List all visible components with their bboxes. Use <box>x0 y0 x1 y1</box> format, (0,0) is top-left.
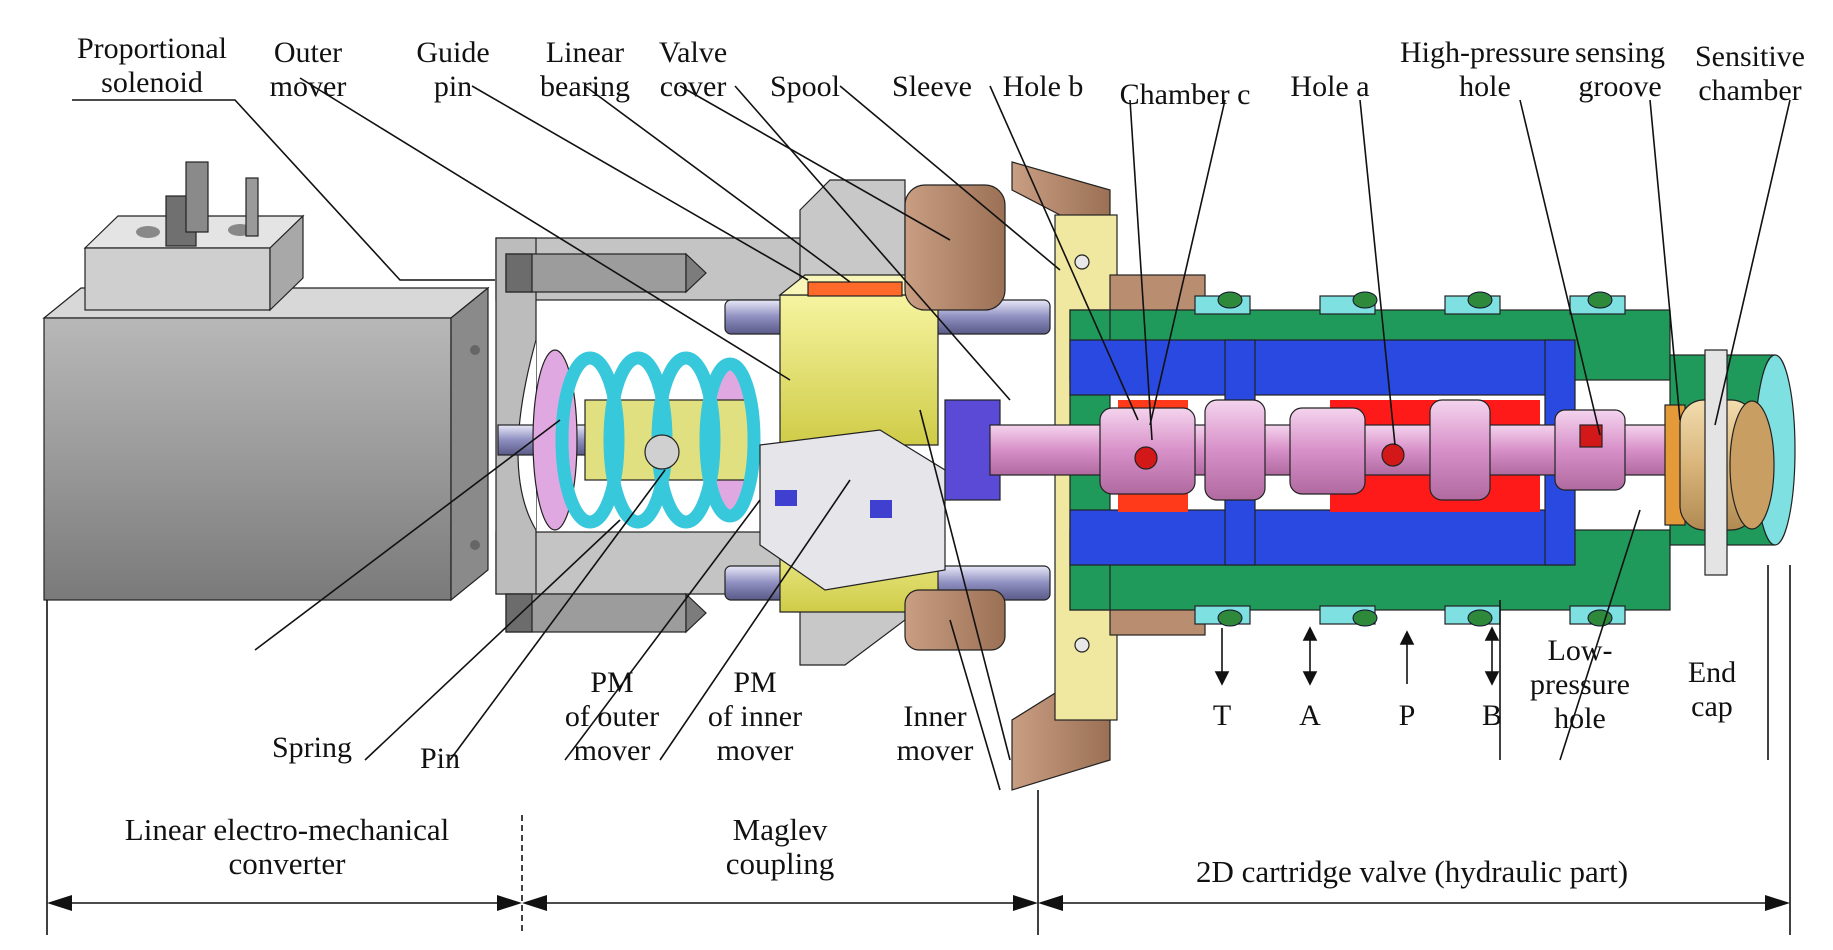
label-end-cap-2: cap <box>1691 690 1733 723</box>
label-linear-bearing-2: bearing <box>540 70 630 103</box>
label-high-pressure-hole-1: High-pressure <box>1400 36 1570 69</box>
port-p: P <box>1399 699 1416 732</box>
label-hole-a: Hole a <box>1290 70 1369 103</box>
label-guide-pin-2: pin <box>434 70 472 103</box>
pin <box>644 434 680 470</box>
label-outer-mover-1: Outer <box>274 36 342 69</box>
label-outer-mover-2: mover <box>270 70 347 103</box>
port-a: A <box>1299 699 1321 732</box>
label-valve-cover-2: cover <box>660 70 727 103</box>
label-end-cap-1: End <box>1688 656 1736 689</box>
label-linear-bearing-1: Linear <box>546 36 624 69</box>
label-inner-mover-1: Inner <box>903 700 966 733</box>
label-pm-inner-1: PM <box>733 666 776 699</box>
label-sensing-groove-2: groove <box>1578 70 1661 103</box>
section-brackets <box>46 565 1791 935</box>
label-low-pressure-3: hole <box>1554 702 1606 735</box>
proportional-solenoid <box>42 161 490 602</box>
component-labels: Proportional solenoid Outer mover Guide … <box>77 32 1805 775</box>
label-spool: Spool <box>770 70 840 103</box>
section-arrowheads <box>47 895 1790 911</box>
label-pin: Pin <box>420 742 460 775</box>
spring-assembly <box>497 349 761 531</box>
label-sensitive-chamber-2: chamber <box>1698 74 1801 107</box>
leader-lines <box>72 77 1791 791</box>
label-inner-mover-2: mover <box>897 734 974 767</box>
label-high-pressure-hole-2: hole <box>1459 70 1511 103</box>
label-proportional-solenoid-1: Proportional <box>77 32 227 65</box>
port-arrows <box>1214 626 1500 686</box>
port-b: B <box>1482 699 1502 732</box>
label-sensing-groove-1: sensing <box>1575 36 1665 69</box>
inner-mover <box>759 399 1001 591</box>
label-spring: Spring <box>272 731 352 764</box>
section-converter-1: Linear electro-mechanical <box>125 812 449 847</box>
spool <box>989 399 1711 501</box>
label-valve-cover-1: Valve <box>659 36 727 69</box>
section-coupling-1: Maglev <box>733 812 828 847</box>
label-low-pressure-2: pressure <box>1530 668 1630 701</box>
label-proportional-solenoid-2: solenoid <box>101 66 203 99</box>
label-sensitive-chamber-1: Sensitive <box>1695 40 1805 73</box>
port-t: T <box>1213 699 1231 732</box>
label-pm-outer-1: PM <box>590 666 633 699</box>
section-labels: Linear electro-mechanical converter Magl… <box>125 812 1628 889</box>
label-chamber-c: Chamber c <box>1120 78 1251 111</box>
end-cap <box>1664 349 1775 576</box>
linear-bearing <box>807 281 903 297</box>
label-pm-outer-2: of outer <box>565 700 659 733</box>
label-guide-pin-1: Guide <box>416 36 489 69</box>
section-coupling-2: coupling <box>726 846 835 881</box>
label-pm-inner-3: mover <box>717 734 794 767</box>
section-valve: 2D cartridge valve (hydraulic part) <box>1196 854 1628 889</box>
section-converter-2: converter <box>228 846 346 881</box>
label-pm-inner-2: of inner <box>708 700 802 733</box>
label-low-pressure-1: Low- <box>1548 634 1613 667</box>
label-hole-b: Hole b <box>1003 70 1084 103</box>
label-sleeve: Sleeve <box>892 70 972 103</box>
label-pm-outer-3: mover <box>574 734 651 767</box>
